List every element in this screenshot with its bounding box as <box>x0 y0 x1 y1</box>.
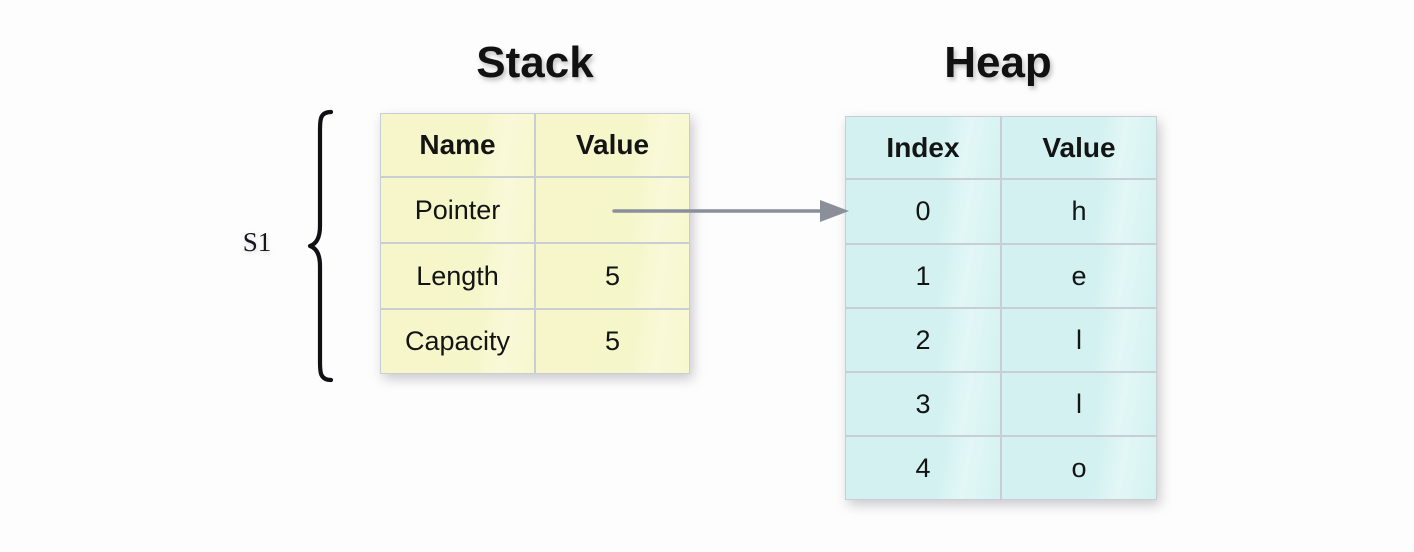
heap-title: Heap <box>944 38 1052 87</box>
heap-row-1-index: 1 <box>845 244 1001 308</box>
stack-row-capacity-name: Capacity <box>380 309 535 374</box>
heap-row-0-index: 0 <box>845 179 1001 244</box>
heap-row-4-value: o <box>1001 436 1157 500</box>
stack-row-pointer-value <box>535 177 690 243</box>
heap-row-1-value: e <box>1001 244 1157 308</box>
curly-brace-icon <box>307 109 334 383</box>
heap-table: Index Value 0 h 1 e 2 l 3 l 4 o <box>845 116 1157 500</box>
stack-title: Stack <box>476 38 594 87</box>
stack-row-length-name: Length <box>380 243 535 309</box>
stack-row-length-value: 5 <box>535 243 690 309</box>
heap-header-value: Value <box>1001 116 1157 179</box>
heap-row-4-index: 4 <box>845 436 1001 500</box>
stack-header-value: Value <box>535 113 690 177</box>
heap-row-2-index: 2 <box>845 308 1001 372</box>
heap-row-0-value: h <box>1001 179 1157 244</box>
heap-row-2-value: l <box>1001 308 1157 372</box>
stack-row-pointer-name: Pointer <box>380 177 535 243</box>
stack-table: Name Value Pointer Length 5 Capacity 5 <box>380 113 690 374</box>
stack-row-capacity-value: 5 <box>535 309 690 374</box>
heap-row-3-value: l <box>1001 372 1157 436</box>
stack-header-name: Name <box>380 113 535 177</box>
heap-header-index: Index <box>845 116 1001 179</box>
heap-row-3-index: 3 <box>845 372 1001 436</box>
stack-variable-label: S1 <box>242 227 272 257</box>
